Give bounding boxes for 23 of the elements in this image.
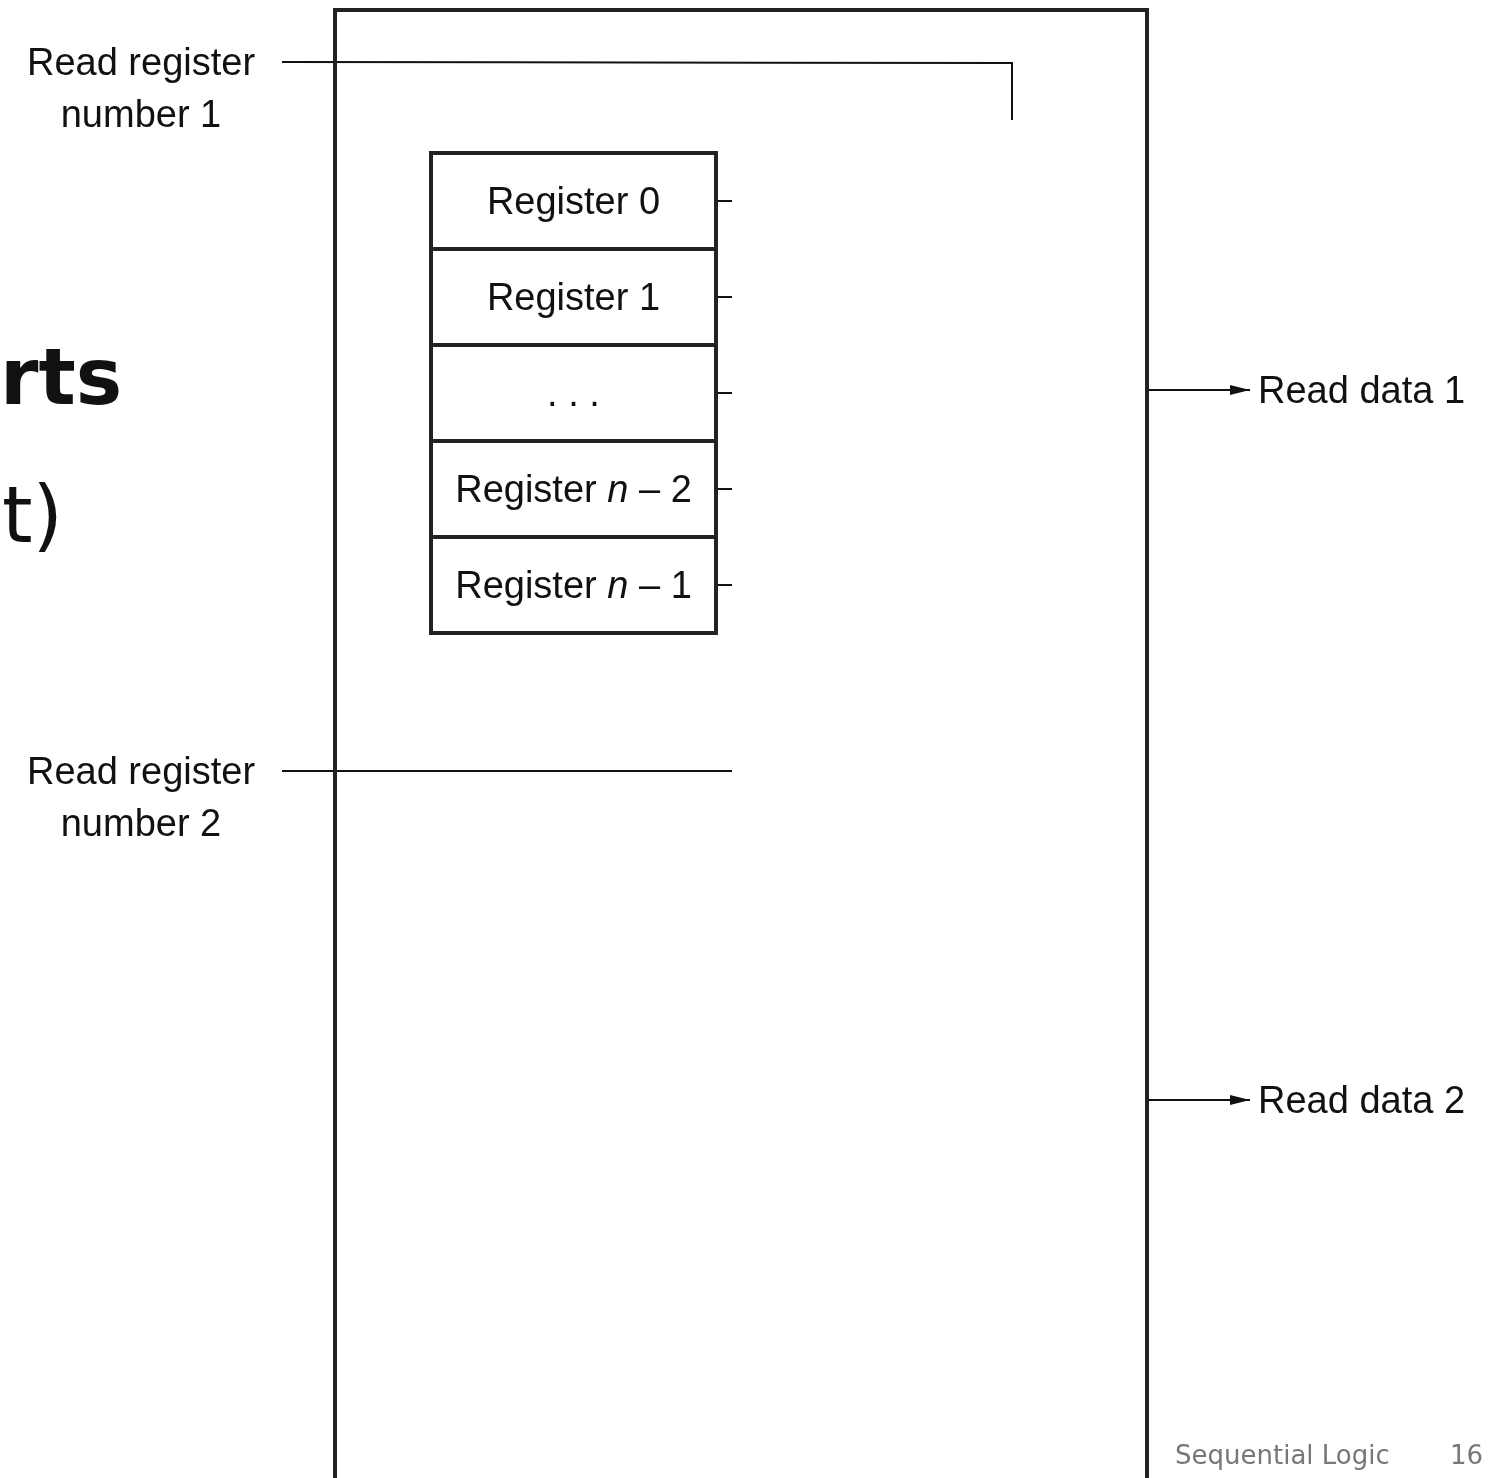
arrow [1146,1095,1251,1105]
register-file-box [333,8,1149,1478]
signal-line [281,770,733,772]
register-label: Register 1 [486,275,661,319]
register-label: . . . [547,371,600,415]
output-line [717,488,733,490]
port-label: Read data 2 [1258,1074,1466,1126]
output-line [717,392,733,394]
port-label: Read data 1 [1258,364,1466,416]
title-fragment: t) [2,470,63,560]
port-label: Read register number 2 [8,745,274,849]
register-label: Register n – 1 [455,563,692,607]
port-label: Read register number 1 [8,36,274,140]
register-label: Register 0 [486,179,661,223]
title-fragment: rts [0,332,123,422]
page-number: 16 [1450,1440,1484,1470]
register-label: Register n – 2 [455,467,692,511]
output-line [717,296,733,298]
output-line [717,200,733,202]
output-line [717,584,733,586]
signal-line [281,61,1013,121]
footer-text: Sequential Logic [1175,1440,1390,1470]
arrow [1146,385,1251,395]
